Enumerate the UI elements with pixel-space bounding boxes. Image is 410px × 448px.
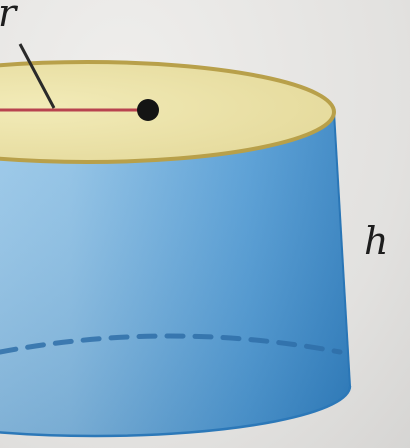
- cylinder-top-face: [0, 60, 336, 164]
- bottom-front-edge: [0, 385, 352, 438]
- cylinder-side-shade: [0, 112, 350, 436]
- center-dot: [137, 99, 159, 121]
- radius-label: r: [0, 0, 16, 32]
- cylinder-right-edge: [333, 111, 351, 387]
- radius-pointer-line: [18, 43, 56, 109]
- hidden-bottom-edge: [0, 333, 343, 355]
- height-label: h: [364, 219, 389, 263]
